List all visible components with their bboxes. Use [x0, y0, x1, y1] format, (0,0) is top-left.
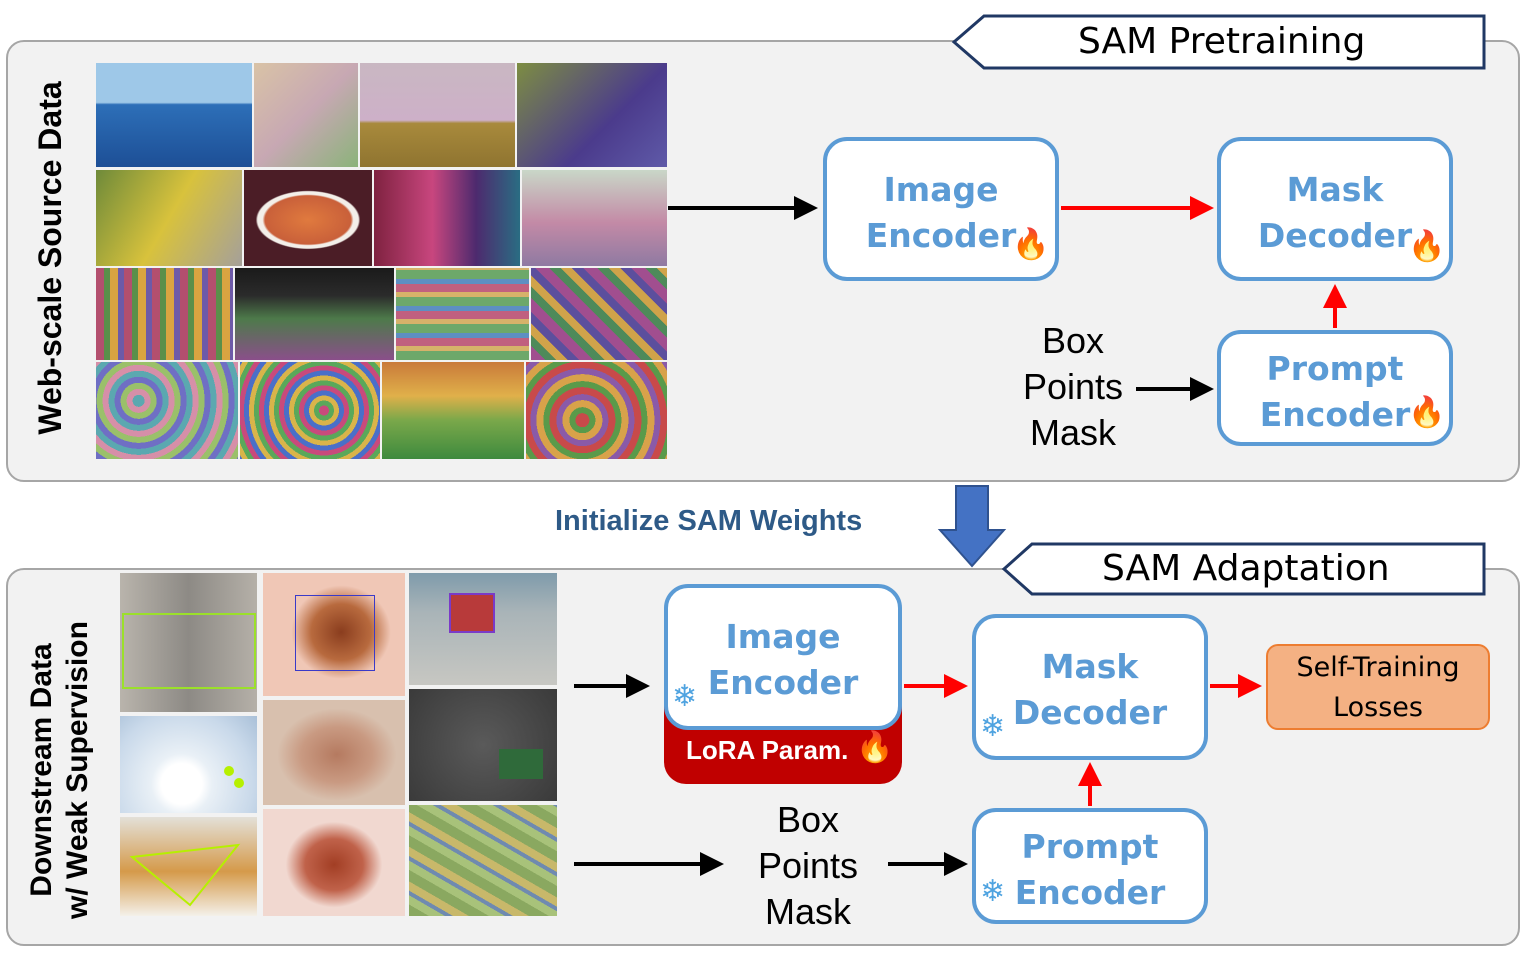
downstream-image [120, 817, 257, 916]
source-image [360, 63, 515, 167]
flame-icon: 🔥 [1408, 395, 1446, 430]
adaptation-tag: SAM Adaptation [1102, 548, 1390, 589]
downstream-image [409, 805, 557, 916]
pretrain-prompt-encoder: Prompt Encoder [1217, 330, 1453, 446]
adapt-prompt-types: Box Points Mask [757, 799, 859, 932]
pretrain-mask-decoder: Mask Decoder [1217, 137, 1453, 281]
source-image [531, 268, 667, 360]
source-image [96, 63, 252, 167]
pretraining-tag: SAM Pretraining [1078, 21, 1366, 62]
initialize-weights-label: Initialize SAM Weights [555, 505, 863, 537]
snowflake-icon: ❄ [672, 679, 698, 714]
source-image [522, 170, 667, 266]
downstream-image [120, 573, 257, 712]
flame-icon: 🔥 [1408, 229, 1446, 264]
source-image [374, 170, 520, 266]
snowflake-icon: ❄ [980, 874, 1006, 909]
source-image [96, 170, 242, 266]
source-image [382, 362, 524, 459]
adapt-mask-decoder: Mask Decoder [972, 614, 1208, 760]
self-training-losses: Self-Training Losses [1266, 644, 1490, 730]
flame-icon: 🔥 [1012, 227, 1050, 262]
downstream-image [263, 573, 405, 696]
downstream-image [263, 809, 405, 916]
downstream-image [409, 573, 557, 685]
adapt-image-encoder: Image Encoder [664, 584, 902, 730]
source-image [96, 268, 233, 360]
source-image [396, 268, 529, 360]
source-image [526, 362, 667, 459]
pretraining-tag-shape [951, 14, 1486, 70]
source-image [235, 268, 394, 360]
source-image [254, 63, 358, 167]
adaptation-tag-shape [1001, 542, 1486, 596]
downstream-image [409, 689, 557, 801]
source-image [517, 63, 667, 167]
initialize-arrow [937, 485, 1007, 568]
source-image [240, 362, 380, 459]
snowflake-icon: ❄ [980, 709, 1006, 744]
downstream-image [120, 716, 257, 813]
pretrain-image-encoder: Image Encoder [823, 137, 1059, 281]
downstream-image [263, 700, 405, 805]
adapt-prompt-encoder: Prompt Encoder [972, 808, 1208, 924]
flame-icon: 🔥 [856, 730, 894, 765]
lora-label: LoRA Param. [686, 735, 849, 765]
source-image [96, 362, 238, 459]
pretrain-prompt-types: Box Points Mask [1022, 320, 1124, 453]
source-image [244, 170, 372, 266]
